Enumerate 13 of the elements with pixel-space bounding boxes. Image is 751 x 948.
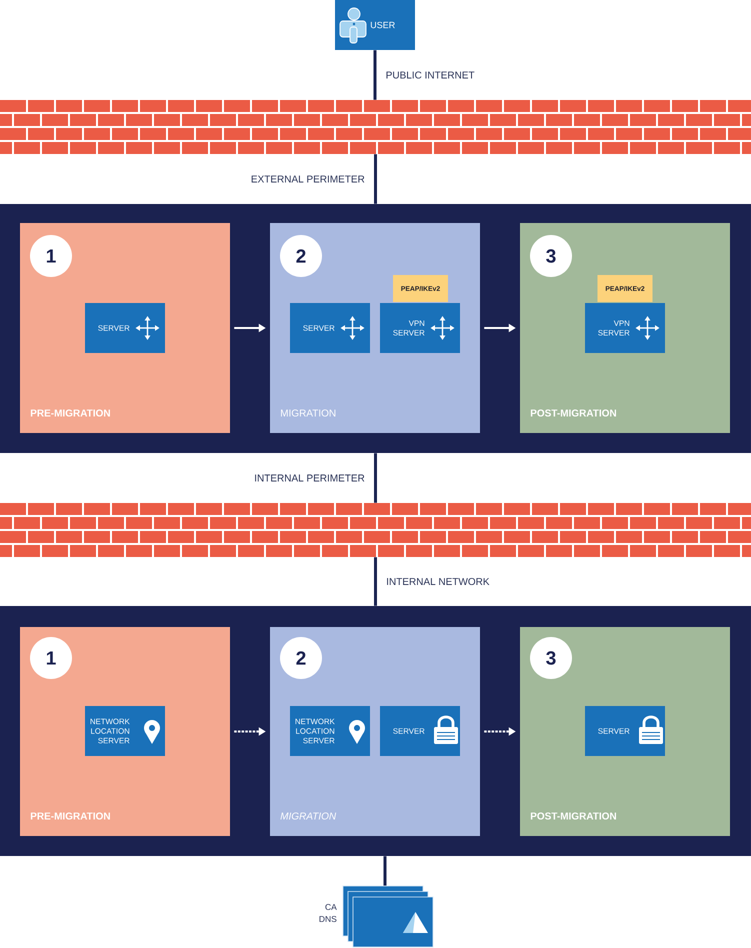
brick-wall <box>0 100 751 154</box>
connector-line <box>374 453 377 503</box>
edge-label: EXTERNAL PERIMETER <box>249 174 366 184</box>
edge-label: INTERNAL NETWORK <box>384 576 492 587</box>
stack-label: DNS <box>320 916 336 922</box>
connector-line <box>374 154 377 204</box>
edge-label: PUBLIC INTERNET <box>384 70 476 80</box>
connector-line <box>374 557 377 606</box>
stack-label: CA <box>325 904 337 910</box>
brick-wall <box>0 503 751 557</box>
edge-label: INTERNAL PERIMETER <box>252 473 366 483</box>
connector-line <box>374 50 376 100</box>
connector-line <box>384 856 386 886</box>
